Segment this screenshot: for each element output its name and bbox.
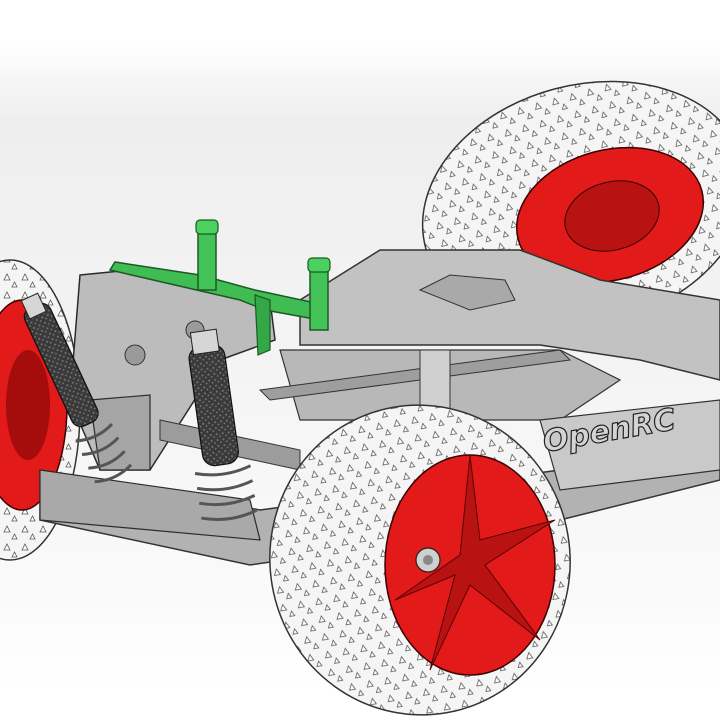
- shock-absorber: [20, 292, 258, 521]
- spring: [75, 423, 133, 484]
- front-right-wheel: [269, 404, 571, 716]
- body-mount-post: [108, 219, 331, 356]
